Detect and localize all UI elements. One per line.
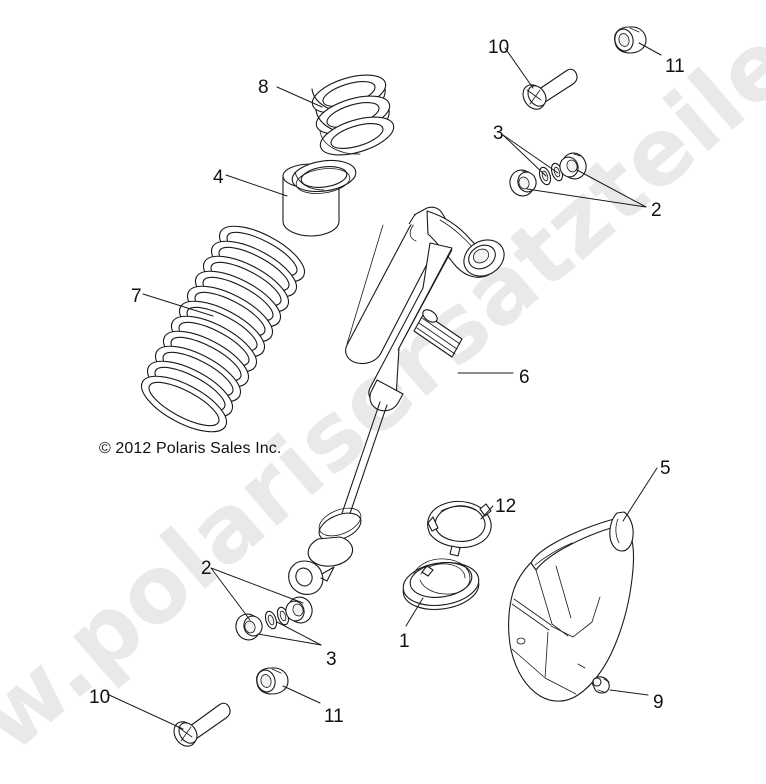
part-11-nut-upper xyxy=(614,26,647,54)
callout-3-upper: 3 xyxy=(493,123,504,144)
copyright-notice: © 2012 Polaris Sales Inc. xyxy=(99,440,282,457)
part-2-3-upper-hardware xyxy=(509,152,587,197)
part-12-retaining-ring xyxy=(427,500,492,557)
callout-8: 8 xyxy=(258,77,269,98)
part-11-nut-lower xyxy=(256,667,289,695)
part-6-shock-absorber xyxy=(288,206,505,595)
callout-5: 5 xyxy=(660,458,671,479)
part-8-upper-spring xyxy=(311,74,395,156)
leader-lines xyxy=(106,42,662,730)
part-1-spring-retainer xyxy=(402,558,480,611)
callout-9: 9 xyxy=(653,692,664,713)
callout-4: 4 xyxy=(213,167,224,188)
callout-2-upper: 2 xyxy=(651,200,662,221)
callout-11-upper: 11 xyxy=(665,56,685,77)
part-4-spacer xyxy=(282,159,357,237)
part-10-bolt-upper xyxy=(522,68,578,110)
part-10-bolt-lower xyxy=(173,702,231,747)
callout-10-upper: 10 xyxy=(488,37,510,58)
part-2-3-lower-hardware xyxy=(235,596,313,641)
callout-1: 1 xyxy=(399,631,410,652)
part-7-coil-spring xyxy=(141,225,305,433)
callout-2-lower: 2 xyxy=(201,558,212,579)
callout-10-lower: 10 xyxy=(89,687,111,708)
part-9-push-rivet xyxy=(592,676,610,694)
callout-12: 12 xyxy=(495,496,517,517)
callout-11-lower: 11 xyxy=(324,706,344,727)
callout-6: 6 xyxy=(519,367,530,388)
part-5-shock-guard xyxy=(508,511,635,702)
callout-3-lower: 3 xyxy=(326,649,337,670)
callout-7: 7 xyxy=(131,286,142,307)
